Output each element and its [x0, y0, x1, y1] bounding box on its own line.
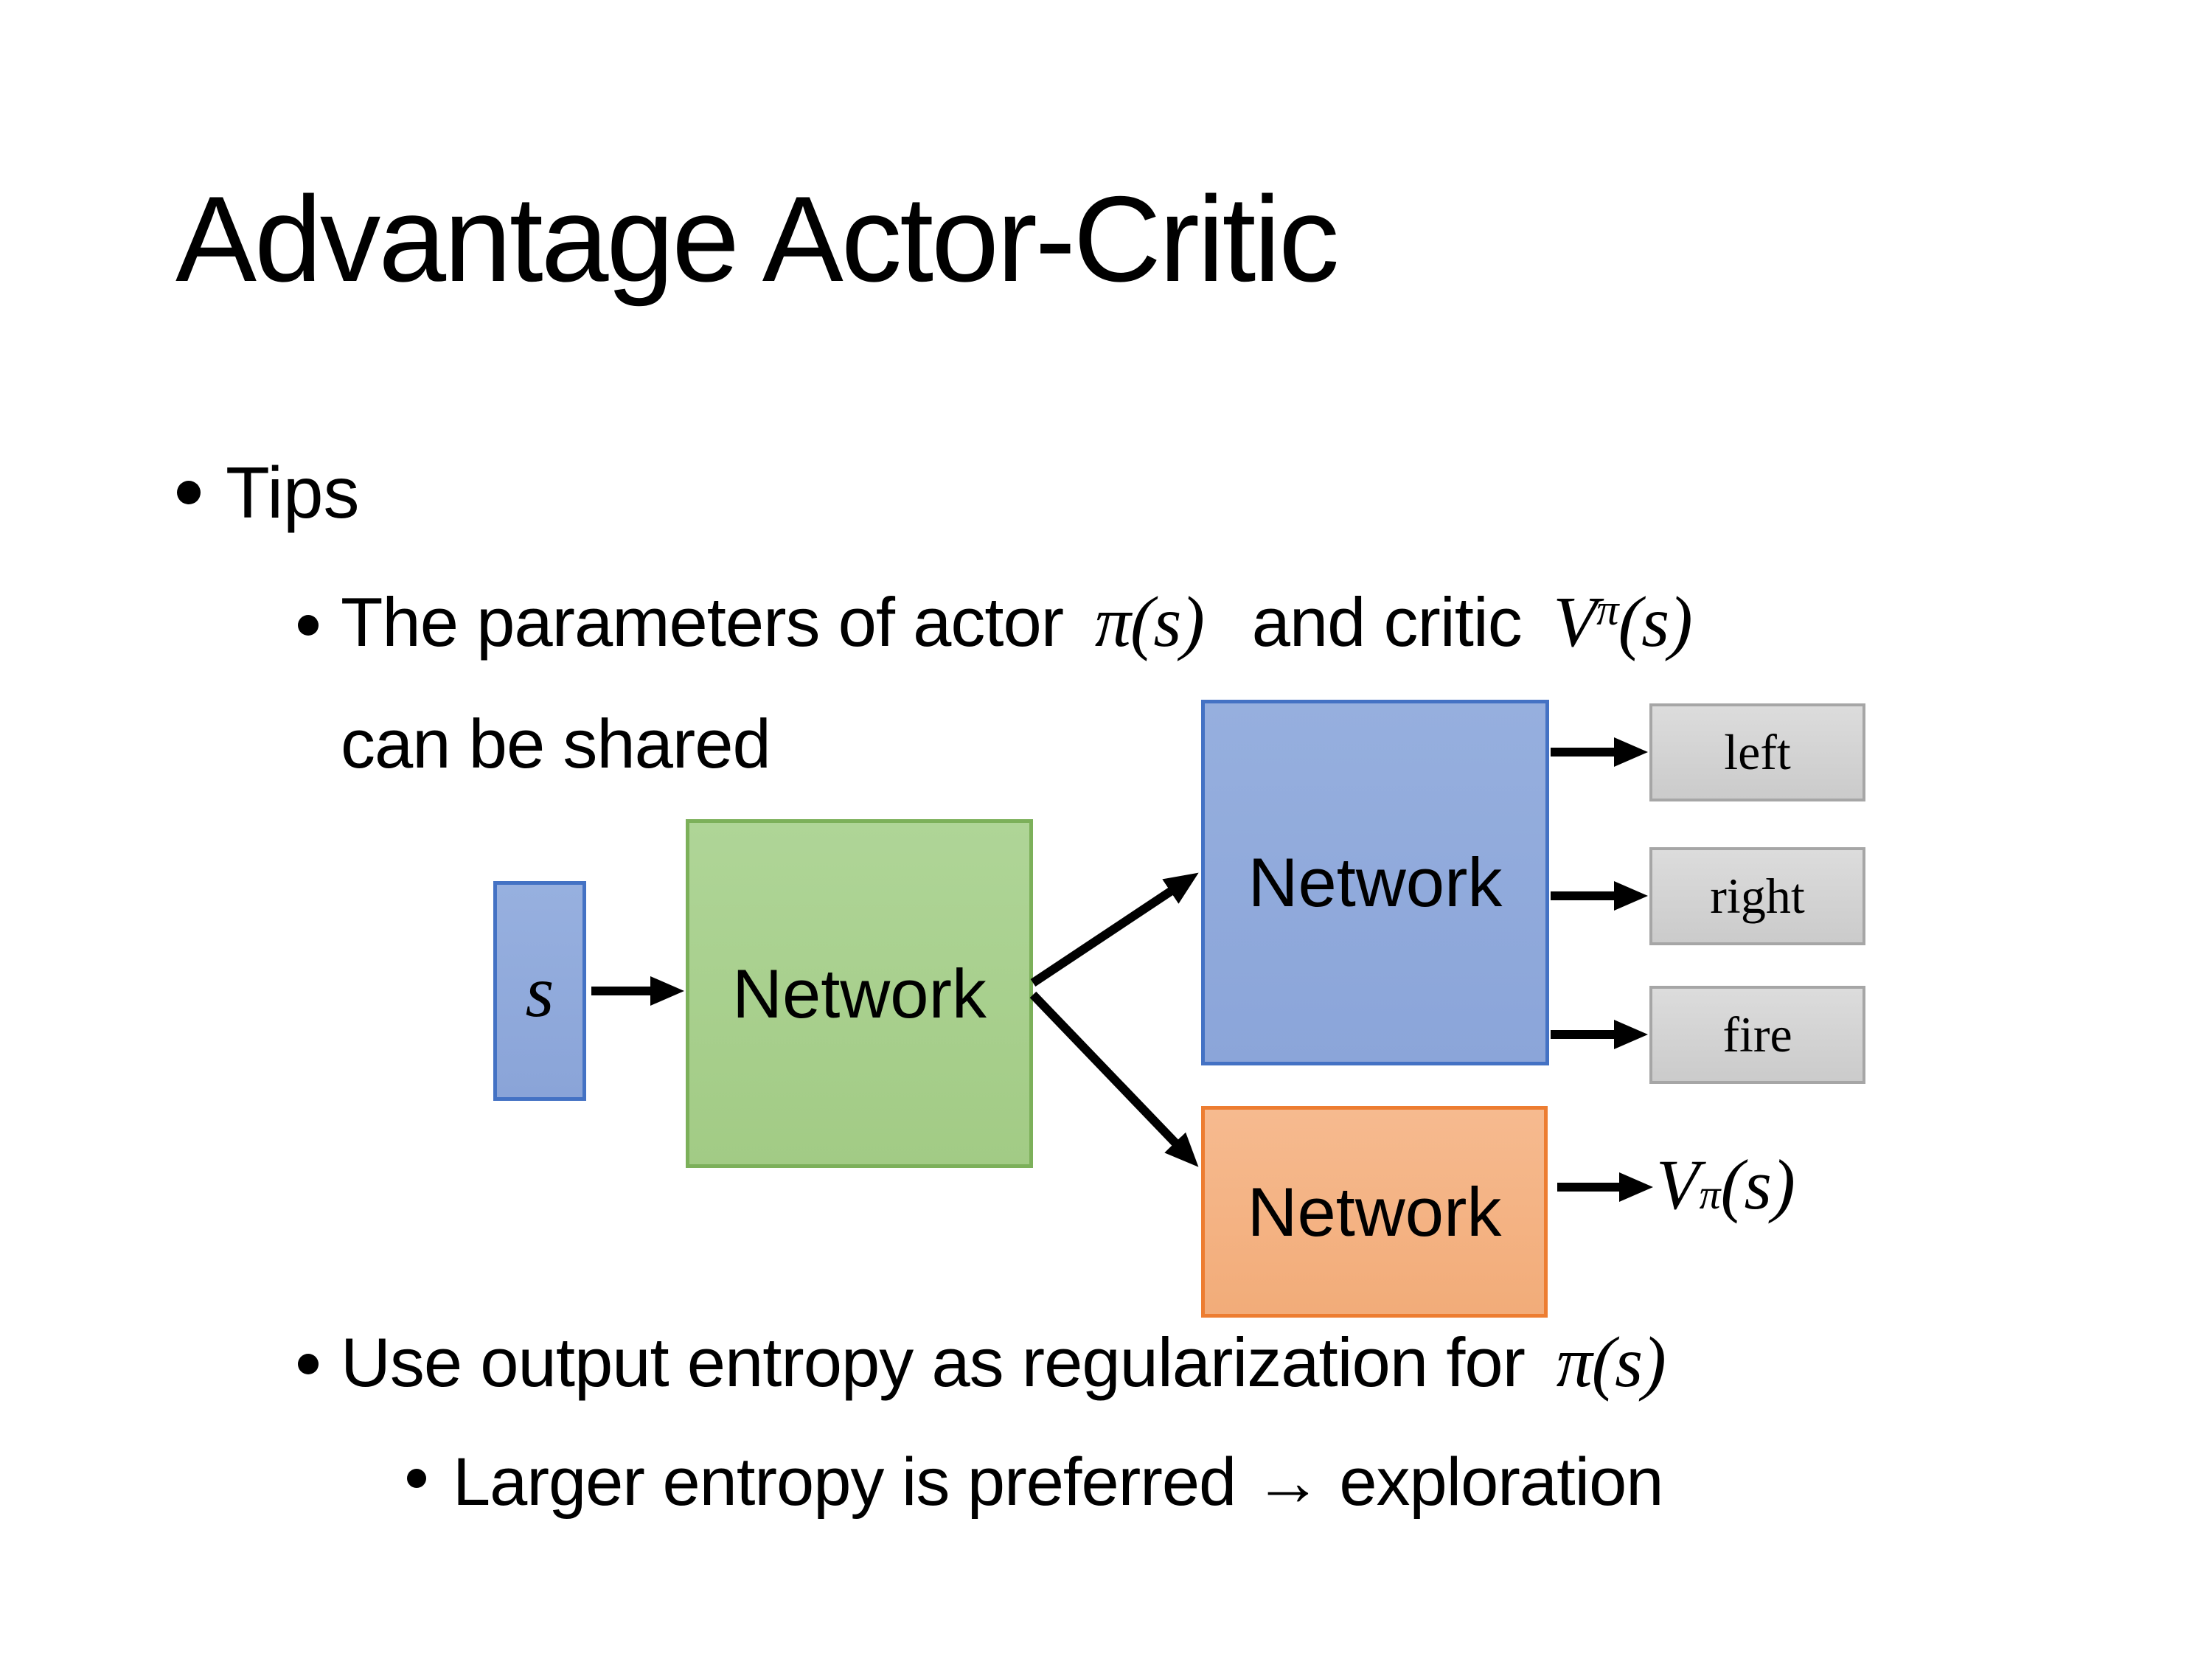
critic-network-box: Network: [1201, 1106, 1548, 1318]
value-output-label: Vπ(s): [1656, 1144, 1795, 1237]
bullet-marker-larger: [407, 1469, 426, 1488]
bullet-entropy: Use output entropy as regularization for…: [341, 1307, 1666, 1419]
bullet-params-line2: can be shared: [341, 705, 771, 782]
params-text: The parameters of actor: [341, 583, 1064, 661]
bullet-marker-entropy: [298, 1354, 319, 1374]
critic-network-label: Network: [1247, 1172, 1502, 1251]
v-args: (s): [1618, 582, 1693, 662]
v-symbol: V: [1656, 1145, 1700, 1224]
bullet-marker-params: [298, 615, 319, 636]
bullet-params: The parameters of actor π(s) and critic …: [341, 566, 1693, 800]
arrow-shared-to-actor: [1030, 872, 1199, 987]
arrow-shared-to-critic: [1029, 991, 1199, 1167]
state-box: s: [493, 881, 586, 1101]
action-box-left: left: [1649, 703, 1865, 801]
v-symbol: V: [1553, 582, 1597, 662]
v-pi-s-math: Vπ(s): [1553, 582, 1693, 662]
actor-network-box: Network: [1201, 700, 1549, 1065]
action-label-left: left: [1724, 724, 1791, 780]
bullet-marker-tips: [177, 481, 201, 504]
state-label: s: [525, 950, 554, 1032]
v-args: (s): [1720, 1145, 1795, 1224]
pi-superscript: π: [1699, 1172, 1721, 1218]
pi-superscript: π: [1596, 585, 1618, 635]
action-label-fire: fire: [1722, 1006, 1792, 1062]
action-box-fire: fire: [1649, 986, 1865, 1084]
bullet-tips: Tips: [226, 452, 360, 533]
shared-network-label: Network: [732, 954, 987, 1032]
action-label-right: right: [1710, 868, 1805, 924]
entropy-text: Use output entropy as regularization for: [341, 1324, 1526, 1401]
bullet-params-line1: The parameters of actor π(s) and critic …: [341, 566, 1693, 688]
pi-s-math: π(s): [1094, 582, 1205, 662]
pi-s-math: π(s): [1556, 1323, 1666, 1402]
bullet-larger: Larger entropy is preferred → exploratio…: [453, 1444, 1663, 1520]
page-title: Advantage Actor-Critic: [175, 171, 1340, 307]
actor-network-label: Network: [1248, 844, 1503, 921]
params-mid: and critic: [1251, 583, 1523, 661]
action-box-right: right: [1649, 847, 1865, 945]
shared-network-box: Network: [686, 819, 1033, 1168]
